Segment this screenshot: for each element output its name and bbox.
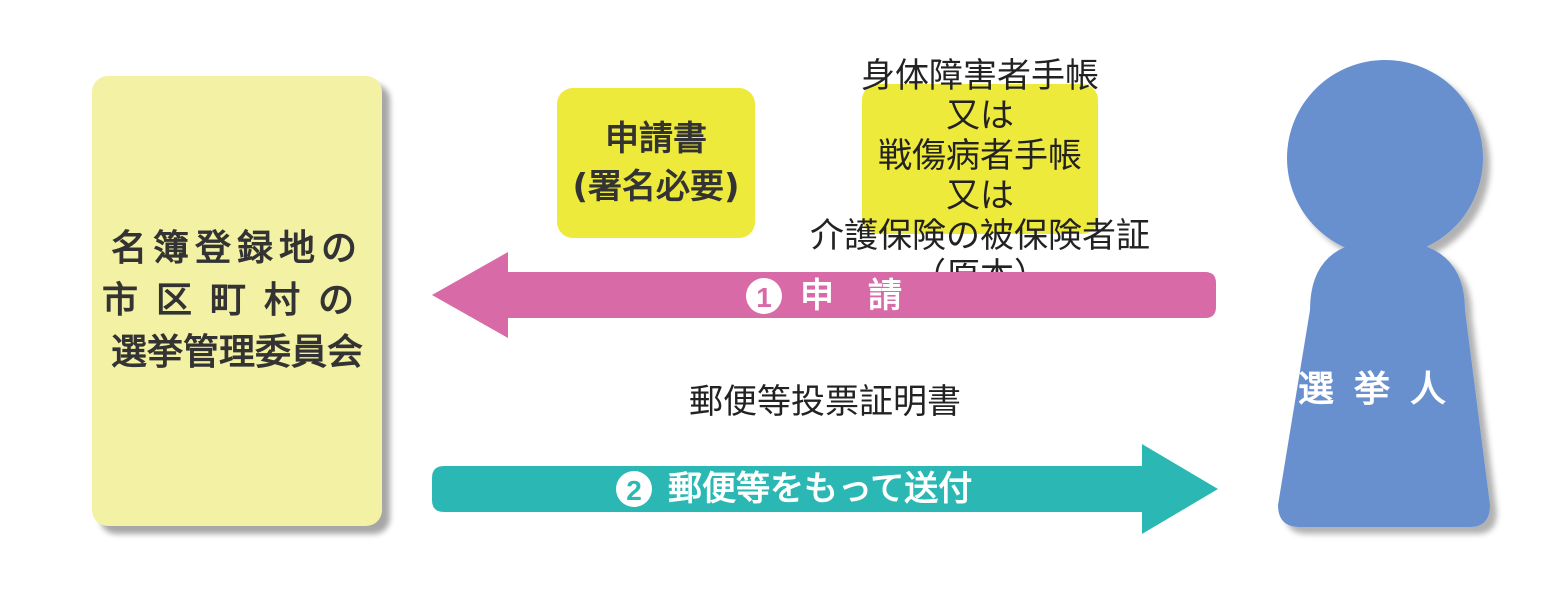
committee-line-1: 名簿登録地の (110, 228, 363, 269)
application-form-box: 申請書 (署名必要) (557, 88, 755, 238)
application-form-title: 申請書 (605, 119, 707, 159)
committee-line-2: 市区町村の (101, 280, 372, 321)
document-line: 戦傷病者手帳 (878, 136, 1082, 176)
committee-line-3: 選挙管理委員会 (110, 332, 363, 373)
documents-highlight-box (862, 84, 1098, 234)
voter-body (1278, 240, 1490, 527)
certificate-label: 郵便等投票証明書 (689, 382, 961, 422)
apply-arrow-label: 申 請 (800, 276, 902, 316)
document-line: 又は (946, 96, 1014, 136)
application-form-note: (署名必要) (572, 167, 740, 207)
voter-label: 選挙人 (1297, 369, 1466, 410)
send-arrow-label: 郵便等をもって送付 (668, 469, 973, 509)
apply-step-number-badge (746, 278, 782, 314)
send-step-number: 2 (626, 475, 642, 506)
document-line: 身体障害者手帳 (861, 56, 1099, 96)
apply-arrow (432, 252, 1216, 338)
document-line: 介護保険の被保険者証 (810, 216, 1150, 256)
send-arrow (432, 444, 1218, 534)
election-committee-box: 名簿登録地の 市区町村の 選挙管理委員会 (92, 76, 382, 526)
send-step-number-badge (616, 471, 652, 507)
document-line: 又は (946, 176, 1014, 216)
apply-step-number: 1 (756, 282, 772, 313)
voter-head (1287, 60, 1483, 256)
voter-figure (1278, 60, 1490, 527)
